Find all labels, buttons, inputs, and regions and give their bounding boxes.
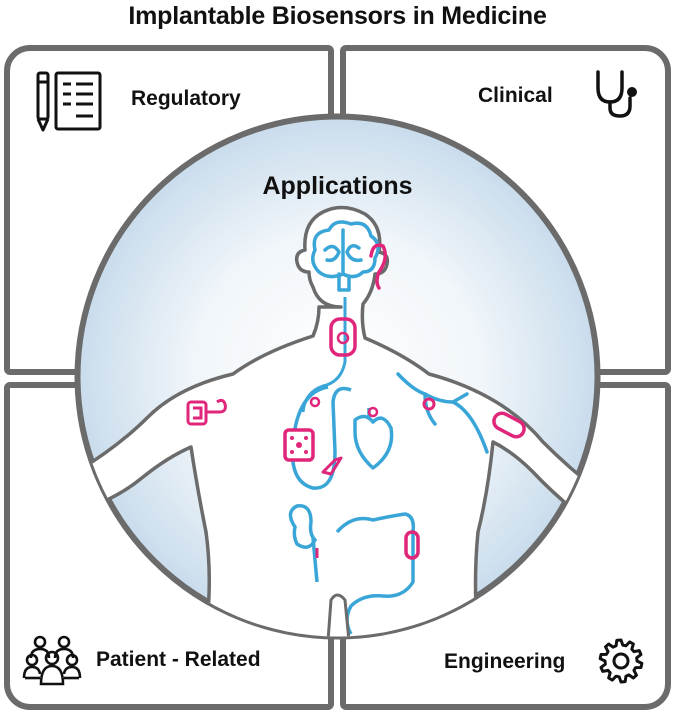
- patient-related-label: Patient - Related: [96, 648, 261, 671]
- regulatory-label: Regulatory: [131, 87, 241, 110]
- people-group-icon: [22, 635, 82, 686]
- brain: [311, 220, 380, 292]
- heart-sensor: [367, 406, 379, 418]
- cochlear-implant: [369, 243, 387, 290]
- body-illustration: [74, 113, 601, 640]
- body-outline: [77, 205, 598, 637]
- arm-implant-right: [492, 411, 526, 439]
- liver-loop: [290, 385, 352, 490]
- lung-sensor: [422, 397, 436, 411]
- engineering-label: Engineering: [444, 650, 566, 673]
- clinical-label: Clinical: [478, 84, 553, 107]
- kidney-left: [288, 504, 319, 583]
- flexible-patch: [321, 456, 343, 476]
- arm-implant-left: [186, 398, 227, 426]
- colon-sensor: [404, 530, 420, 560]
- stethoscope-icon: [596, 70, 637, 118]
- pelvis-line: [326, 593, 351, 637]
- diagram-title: Implantable Biosensors in Medicine: [128, 2, 547, 30]
- applications-circle: [73, 112, 602, 641]
- lung-sensor-left: [309, 396, 321, 408]
- bronchial-tree: [396, 372, 489, 454]
- glucose-sensor-chip: [283, 428, 315, 462]
- applications-label: Applications: [262, 172, 413, 200]
- document-pen-icon: [36, 71, 102, 132]
- gear-icon: [598, 638, 644, 684]
- neurostimulator-device: [329, 317, 357, 357]
